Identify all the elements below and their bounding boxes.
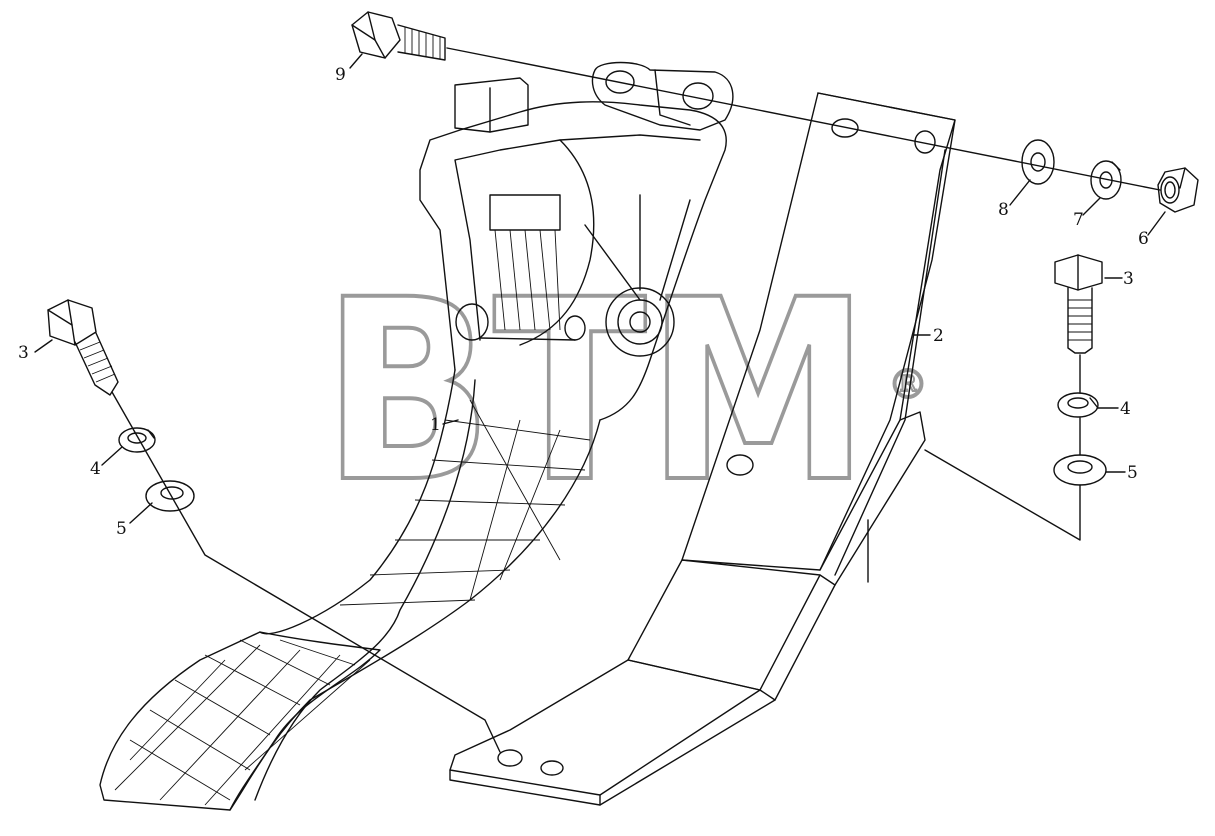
bolt-3-left (47, 299, 119, 396)
leader-lines (34, 53, 1166, 524)
pedal-pad-tread (114, 639, 371, 806)
lock-washer-4-left (118, 427, 156, 453)
watermark-text: BTM (322, 246, 870, 537)
callout-2: 2 (933, 326, 944, 346)
callout-5-right: 5 (1127, 463, 1138, 483)
flat-washer-5-left (145, 480, 195, 512)
callout-3-left: 3 (18, 343, 29, 363)
lock-washer-4-right (1057, 392, 1099, 418)
callout-6: 6 (1138, 229, 1149, 249)
callout-7: 7 (1073, 210, 1084, 230)
bolt-3-right (1054, 254, 1103, 354)
callout-5-left: 5 (116, 519, 127, 539)
assembly-lines (111, 47, 1161, 753)
flat-washer-8 (1021, 139, 1055, 185)
callout-9: 9 (335, 65, 346, 85)
callout-3-right: 3 (1123, 269, 1134, 289)
flat-washer-5-right (1053, 454, 1107, 486)
callout-4-left: 4 (90, 459, 101, 479)
pedal-arm-ribs (339, 399, 591, 606)
callout-labels: 9 3 4 5 1 2 3 4 5 8 7 6 (18, 65, 1149, 539)
callout-1: 1 (430, 415, 441, 435)
pedal-assembly (99, 61, 734, 811)
watermark: BTM ® (320, 244, 929, 539)
callout-4-right: 4 (1120, 399, 1131, 419)
callout-8: 8 (998, 200, 1009, 220)
hex-nut-6 (1157, 167, 1199, 213)
lock-washer-7 (1090, 160, 1122, 200)
pedal-bracket (449, 92, 956, 806)
bolt-9 (351, 11, 446, 61)
